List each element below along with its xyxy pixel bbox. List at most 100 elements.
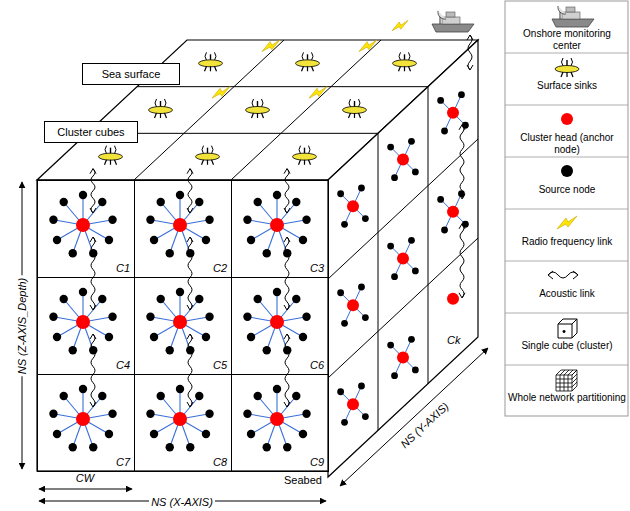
source-node	[273, 191, 281, 199]
sink-buoy	[343, 107, 367, 114]
source-node	[186, 443, 194, 451]
source-node	[387, 243, 394, 250]
acoustic-link	[91, 334, 95, 407]
cluster-head	[347, 299, 359, 311]
cluster-head	[347, 200, 359, 212]
source-node	[412, 367, 419, 374]
legend-text: Cluster head (anchor node)	[508, 132, 626, 155]
source-node	[98, 392, 106, 400]
acoustic-head	[459, 224, 465, 229]
cluster-head	[173, 315, 187, 329]
source-node	[302, 216, 310, 224]
ship-hull	[432, 24, 474, 32]
acoustic-head	[90, 169, 96, 174]
cluster-head	[397, 253, 409, 265]
acoustic-head	[284, 305, 290, 310]
acoustic-head	[467, 65, 473, 70]
source-node	[302, 313, 310, 321]
axis-label: NS (Y-AXIS)	[396, 398, 452, 451]
source-node	[60, 198, 68, 206]
source-node	[408, 336, 415, 343]
source-node	[408, 237, 415, 244]
cluster-head	[347, 398, 359, 410]
legend-text: Surface sinks	[508, 80, 626, 92]
cluster-cube: C3	[231, 180, 329, 278]
source-node	[69, 443, 77, 451]
acoustic-link	[91, 169, 95, 213]
source-node	[273, 385, 281, 393]
sink-buoy	[246, 107, 270, 114]
sink-buoy	[293, 153, 317, 160]
source-node	[299, 333, 307, 341]
source-node	[391, 174, 398, 181]
source-node	[79, 191, 87, 199]
cluster-label: C7	[116, 456, 130, 468]
source-node	[302, 410, 310, 418]
legend-text: Whole network partitioning	[508, 392, 626, 404]
cluster-label: C1	[116, 262, 130, 274]
acoustic-link	[285, 237, 289, 310]
top-grid-line	[134, 40, 284, 180]
sink-antenna	[205, 52, 216, 60]
source-node	[273, 288, 281, 296]
source-node	[412, 268, 419, 275]
source-node	[195, 295, 203, 303]
source-node	[292, 295, 300, 303]
source-node	[387, 342, 394, 349]
sink-buoy	[199, 60, 223, 67]
cluster-cube: C4	[37, 277, 135, 375]
radio-link-bolt	[557, 216, 577, 229]
source-node	[176, 288, 184, 296]
source-node	[53, 333, 61, 341]
axis-label: NS (X-AXIS)	[149, 496, 215, 508]
acoustic-head	[459, 293, 465, 298]
source-node	[79, 288, 87, 296]
region-label: Sea surface	[102, 68, 161, 80]
source-node	[166, 443, 174, 451]
cluster-head	[76, 218, 90, 232]
acoustic-head	[284, 169, 290, 174]
cw-arrow	[39, 489, 132, 490]
source-node	[98, 295, 106, 303]
cluster-label: C9	[310, 456, 324, 468]
source-node	[341, 419, 348, 426]
source-node	[49, 313, 57, 321]
cluster-head	[270, 315, 284, 329]
source-node	[263, 249, 271, 257]
acoustic-legend-icon	[548, 271, 578, 279]
source-node	[299, 236, 307, 244]
acoustic-head	[90, 402, 96, 407]
source-node	[176, 385, 184, 393]
source-node	[391, 372, 398, 379]
sink-buoy	[99, 153, 123, 160]
source-node	[387, 144, 394, 151]
cluster-cube: C2	[134, 180, 232, 278]
source-node	[441, 128, 448, 135]
cluster-head	[447, 206, 459, 218]
cluster-cube: C9	[231, 374, 329, 472]
ship-mast	[440, 17, 441, 24]
source-node	[166, 249, 174, 257]
source-node	[205, 216, 213, 224]
acoustic-head	[90, 334, 96, 339]
acoustic-link	[285, 169, 289, 213]
source-node	[60, 392, 68, 400]
source-node	[195, 392, 203, 400]
source-node	[195, 198, 203, 206]
acoustic-link	[460, 224, 464, 298]
radio-link-bolt	[262, 40, 280, 52]
region-label-box: Cluster cubes	[44, 121, 138, 143]
radio-link-bolt	[359, 40, 377, 52]
ship-dish	[438, 11, 446, 19]
source-node	[358, 284, 365, 291]
cluster-cube: C7	[37, 374, 135, 472]
acoustic-head	[90, 208, 96, 213]
sink-legs	[349, 113, 361, 118]
cube-legend-icon	[558, 319, 577, 338]
legend-separator	[505, 105, 628, 106]
cluster-cube: C5	[134, 277, 232, 375]
cluster-head	[270, 412, 284, 426]
legend-text: Onshore monitoring center	[508, 28, 626, 51]
radio-link-bolt	[309, 87, 327, 99]
source-node	[292, 198, 300, 206]
